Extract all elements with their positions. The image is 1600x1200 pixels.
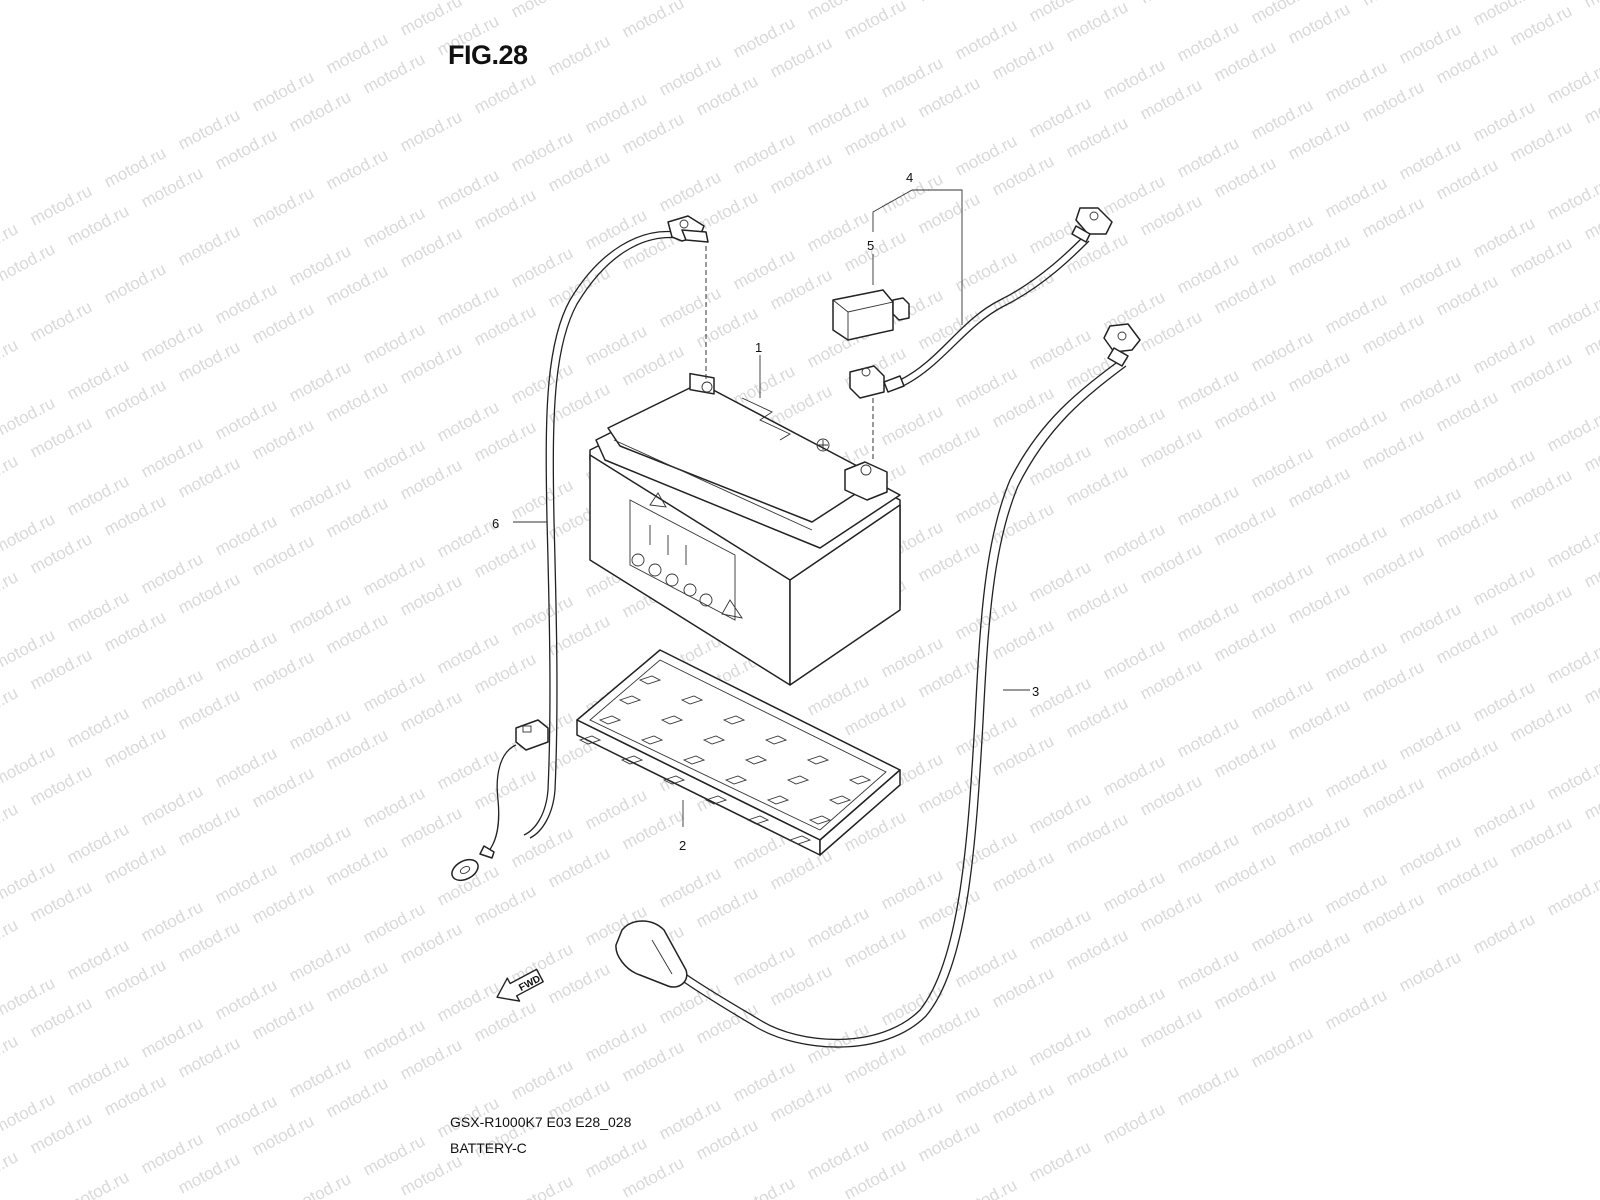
footer-name: BATTERY-C — [450, 1140, 527, 1156]
watermark-text: motod.ru — [0, 799, 21, 847]
watermark-text: motod.ru — [101, 259, 169, 307]
tray-slot — [660, 715, 684, 725]
terminal-cap — [832, 289, 910, 341]
watermark-text: motod.ru — [471, 69, 539, 117]
tray-slots — [578, 675, 872, 845]
watermark-text: motod.ru — [1248, 1023, 1316, 1071]
tray-slot — [598, 715, 622, 725]
battery — [589, 372, 901, 686]
watermark-text: motod.ru — [397, 107, 465, 155]
callout-5: 5 — [867, 238, 874, 253]
tray-slot — [744, 755, 768, 765]
watermark-text: motod.ru — [545, 31, 613, 79]
tray-slot — [618, 695, 642, 705]
tray-slot — [662, 775, 686, 785]
watermark-text: motod.ru — [1470, 909, 1538, 957]
watermark-text: motod.ru — [915, 0, 983, 6]
watermark-text: motod.ru — [1544, 59, 1600, 107]
watermark-text: motod.ru — [0, 451, 21, 499]
watermark-text: motod.ru — [1137, 0, 1205, 8]
watermark-text: motod.ru — [1322, 985, 1390, 1033]
tray-slot — [578, 735, 602, 745]
watermark-text: motod.ru — [1359, 0, 1427, 10]
watermark-text: motod.ru — [508, 1171, 576, 1200]
tray-slot — [806, 755, 830, 765]
figure-title: FIG.28 — [448, 40, 528, 70]
watermark-text: motod.ru — [1544, 523, 1600, 571]
watermark-text: motod.ru — [0, 915, 21, 963]
watermark-text: motod.ru — [0, 1031, 21, 1079]
watermark-text: motod.ru — [286, 1169, 354, 1200]
tray-slot — [786, 775, 810, 785]
watermark-text: motod.ru — [175, 221, 243, 269]
watermark-text: motod.ru — [1544, 175, 1600, 223]
starter-lead — [849, 207, 1113, 399]
watermark-text: motod.ru — [1544, 755, 1600, 803]
callout-2: 2 — [679, 838, 686, 853]
watermark-text: motod.ru — [693, 0, 761, 4]
watermark-text: motod.ru — [1026, 1137, 1094, 1185]
watermark-text: motod.ru — [1544, 639, 1600, 687]
tray-slot — [828, 795, 852, 805]
tray-slot — [724, 775, 748, 785]
tray-slot — [680, 695, 704, 705]
watermark-text: motod.ru — [1544, 291, 1600, 339]
watermark-text: motod.ru — [27, 297, 95, 345]
callout-3: 3 — [1032, 684, 1039, 699]
watermark-text: motod.ru — [0, 335, 21, 383]
tray-slot — [640, 735, 664, 745]
callout-6: 6 — [492, 516, 499, 531]
watermark-text: motod.ru — [730, 1173, 798, 1200]
watermark-text: motod.ru — [0, 239, 58, 287]
callout-4: 4 — [906, 170, 913, 185]
leader-lines — [513, 189, 1030, 827]
watermark-text: motod.ru — [619, 0, 687, 42]
positive-cable — [615, 323, 1141, 1048]
tray-slot — [722, 715, 746, 725]
watermark-text: motod.ru — [1581, 0, 1600, 12]
watermark-text: motod.ru — [1396, 947, 1464, 995]
watermark-text: motod.ru — [0, 1147, 21, 1195]
tray-slot — [704, 795, 728, 805]
tray-slot — [766, 795, 790, 805]
watermark-text: motod.ru — [952, 1175, 1020, 1200]
tray-slot — [808, 815, 832, 825]
watermark-text: motod.ru — [841, 0, 909, 44]
watermark-text: motod.ru — [1544, 407, 1600, 455]
watermark-text: motod.ru — [64, 1167, 132, 1200]
watermark-text: motod.ru — [508, 0, 576, 22]
tray-slot — [788, 835, 812, 845]
ground-cable — [451, 215, 709, 882]
footer-code: GSX-R1000K7 E03 E28_028 — [450, 1114, 632, 1130]
tray-slot — [620, 755, 644, 765]
watermark-text: motod.ru — [1100, 1099, 1168, 1147]
watermark-text: motod.ru — [1063, 0, 1131, 46]
callout-1: 1 — [755, 340, 762, 355]
watermark-text: motod.ru — [323, 145, 391, 193]
tray-slot — [682, 755, 706, 765]
tray-slot — [848, 775, 872, 785]
watermark-text: motod.ru — [1174, 1061, 1242, 1109]
tray-slot — [638, 675, 662, 685]
watermark-text: motod.ru — [0, 567, 21, 615]
watermark-text: motod.ru — [1544, 871, 1600, 919]
watermark-text: motod.ru — [249, 183, 317, 231]
tray-slot — [702, 735, 726, 745]
battery-tray — [576, 649, 901, 856]
tray-slot — [746, 815, 770, 825]
tray-slot — [764, 735, 788, 745]
watermark-text: motod.ru — [0, 683, 21, 731]
